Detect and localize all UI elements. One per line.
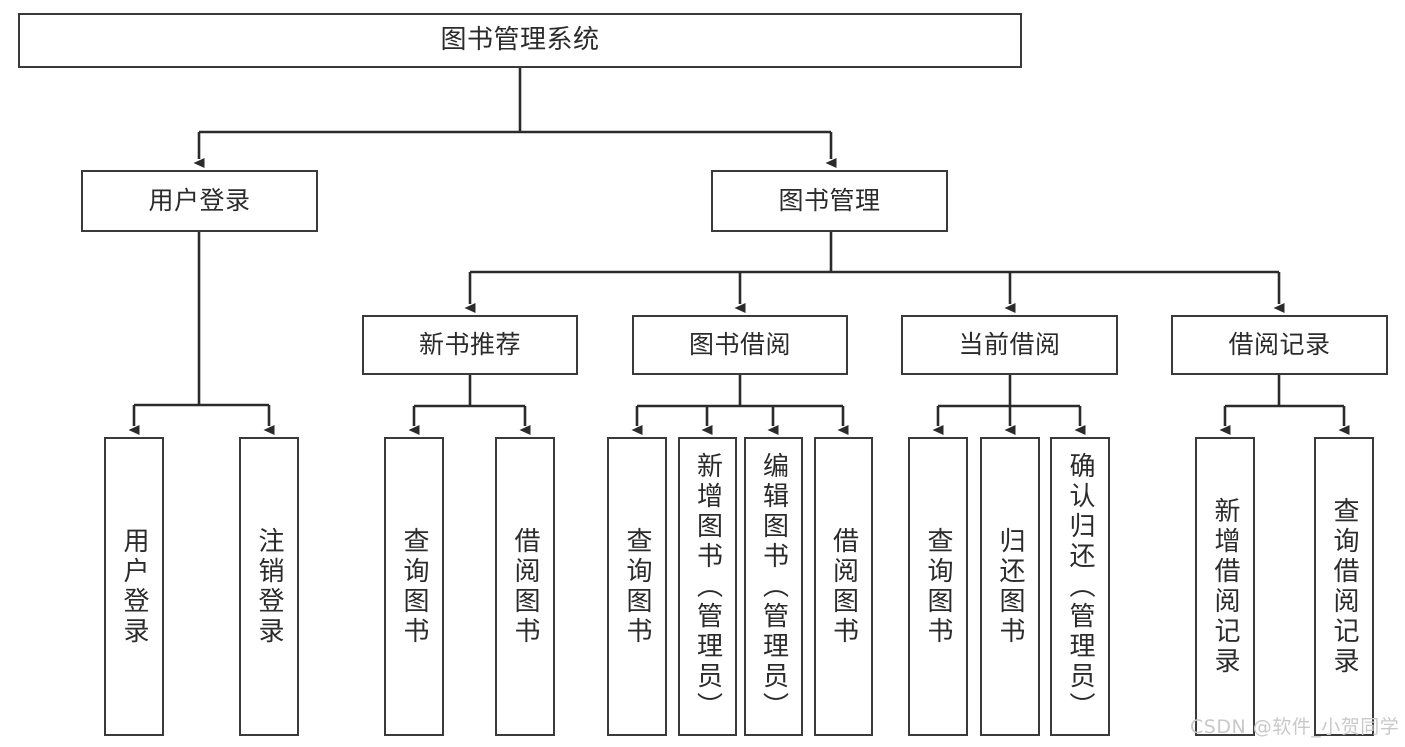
node-label: 新书推荐: [418, 330, 521, 359]
node-leaf-add-book[interactable]: 新增图书（管理员）: [678, 437, 737, 736]
node-root-book-management-system[interactable]: 图书管理系统: [18, 13, 1022, 68]
node-label: 用户登录: [119, 526, 149, 647]
node-leaf-add-borrow-record[interactable]: 新增借阅记录: [1195, 437, 1255, 736]
node-leaf-query-book-current[interactable]: 查询图书: [908, 437, 968, 736]
node-label: 查询图书: [622, 526, 652, 647]
node-book-borrow[interactable]: 图书借阅: [632, 315, 848, 375]
node-label: 新增借阅记录: [1210, 496, 1240, 677]
node-label: 借阅图书: [510, 526, 540, 647]
node-user-login[interactable]: 用户登录: [81, 170, 318, 232]
node-leaf-confirm-return[interactable]: 确认归还（管理员）: [1050, 437, 1110, 736]
node-label: 归还图书: [995, 526, 1025, 647]
node-leaf-edit-book[interactable]: 编辑图书（管理员）: [744, 437, 803, 736]
node-label: 借阅记录: [1228, 330, 1331, 359]
node-label: 查询图书: [923, 526, 953, 647]
node-label: 新增图书（管理员）: [692, 451, 723, 722]
node-leaf-borrow-book[interactable]: 借阅图书: [814, 437, 873, 736]
node-book-management[interactable]: 图书管理: [711, 170, 948, 232]
node-borrow-record[interactable]: 借阅记录: [1171, 315, 1388, 375]
node-label: 图书管理系统: [440, 24, 600, 55]
node-label: 确认归还（管理员）: [1065, 451, 1095, 722]
node-leaf-query-book-borrow[interactable]: 查询图书: [607, 437, 667, 736]
node-leaf-query-borrow-record[interactable]: 查询借阅记录: [1314, 437, 1374, 736]
node-current-borrow[interactable]: 当前借阅: [901, 315, 1118, 375]
node-label: 查询图书: [399, 526, 429, 647]
node-leaf-query-book-recommend[interactable]: 查询图书: [384, 437, 444, 736]
node-label: 编辑图书（管理员）: [758, 451, 789, 722]
node-label: 当前借阅: [958, 330, 1061, 359]
node-label: 图书借阅: [688, 330, 791, 359]
node-leaf-user-login[interactable]: 用户登录: [104, 437, 164, 736]
node-label: 注销登录: [254, 526, 284, 647]
node-leaf-borrow-book-recommend[interactable]: 借阅图书: [495, 437, 555, 736]
node-label: 用户登录: [148, 186, 251, 215]
node-new-book-recommend[interactable]: 新书推荐: [362, 315, 578, 375]
node-label: 图书管理: [778, 186, 881, 215]
node-label: 查询借阅记录: [1329, 496, 1359, 677]
node-leaf-return-book[interactable]: 归还图书: [980, 437, 1040, 736]
node-leaf-user-logout[interactable]: 注销登录: [239, 437, 299, 736]
node-label: 借阅图书: [828, 526, 859, 647]
